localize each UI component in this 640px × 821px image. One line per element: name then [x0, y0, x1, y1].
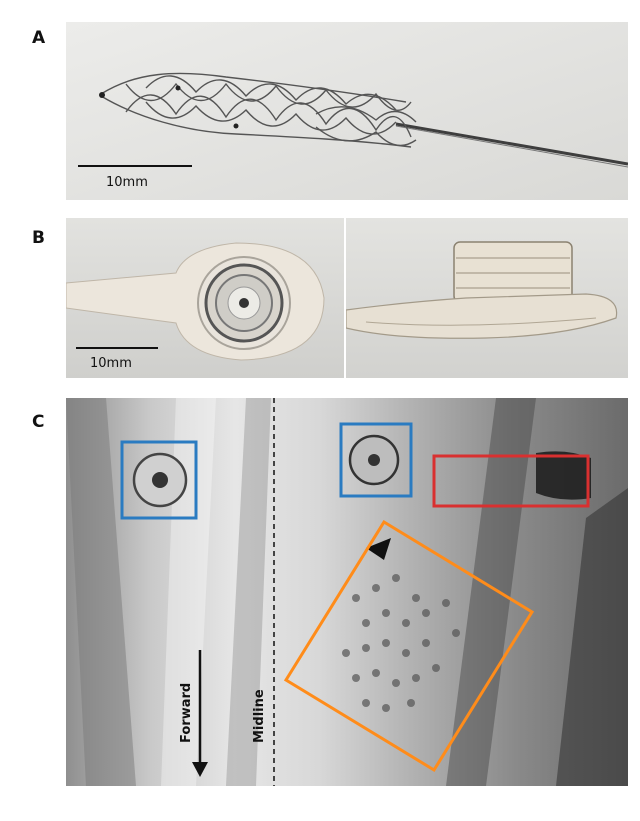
stent-mesh: [100, 72, 417, 148]
forward-arrow-head: [192, 762, 208, 777]
forward-label: Forward: [179, 683, 194, 743]
scale-text-a: 10mm: [106, 175, 148, 190]
panel-label-b: B: [32, 228, 45, 248]
catheter-wire: [395, 122, 628, 166]
orange-box: [283, 519, 535, 773]
panel-b-device-top-photo: 10mm: [66, 218, 344, 378]
panel-label-c: C: [32, 412, 45, 432]
panel-c-xray: Midline Forward: [66, 398, 628, 786]
blue-box-right: [339, 422, 413, 498]
panel-label-a: A: [32, 28, 46, 48]
blue-box-left: [120, 440, 198, 520]
red-box: [432, 454, 590, 508]
panel-a-stent-photo: 10mm: [66, 22, 628, 200]
midline-label: Midline: [252, 689, 267, 743]
panel-b-device-side-photo: [346, 218, 628, 378]
scale-text-b: 10mm: [90, 356, 132, 371]
